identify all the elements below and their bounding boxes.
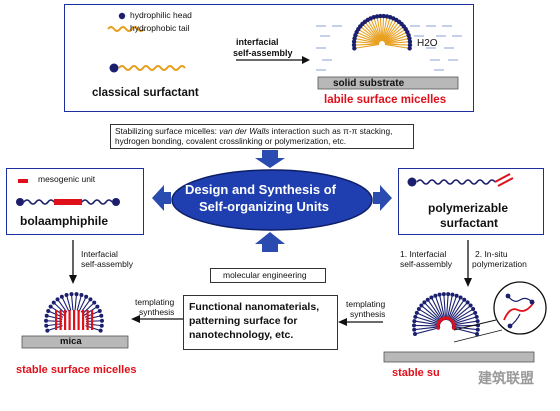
mesogenic-unit-label: mesogenic unit: [38, 174, 96, 184]
right-flow-step2-1: 2. In-situ: [475, 249, 508, 259]
up-arrow-bottom-icon: [255, 232, 285, 252]
center-title-line-1: Design and Synthesis of: [185, 182, 336, 197]
templating-left-2: synthesis: [139, 307, 175, 317]
classical-surfactant-label: classical surfactant: [92, 87, 199, 99]
bola-tail-right-icon: [81, 199, 113, 205]
stabilizing-italic: van der Walls: [219, 126, 270, 136]
poly-double-bond-icon-2: [497, 177, 514, 187]
labile-micelles-label: labile surface micelles: [324, 94, 447, 106]
mica-label: mica: [60, 336, 82, 347]
bola-head-left-icon: [16, 198, 24, 206]
molecular-engineering-box: [210, 268, 326, 283]
labile-micelle-icon: [351, 13, 413, 51]
stabilizing-rest: interaction such as π-π stacking,: [269, 126, 393, 136]
bolaamphiphile-label: bolaamphiphile: [20, 214, 109, 228]
center-title-line-2: Self-organizing Units: [199, 199, 329, 214]
stabilizing-line-1: Stabilizing surface micelles: van der Wa…: [115, 126, 393, 137]
right-flow-arrow-icon: [464, 278, 472, 287]
molecular-engineering-label: molecular engineering: [223, 270, 307, 280]
top-arrow-label-1: interfacial: [236, 37, 279, 47]
functional-box: [183, 295, 338, 350]
bola-micelle-graphics: [21, 292, 129, 349]
poly-head-icon: [407, 177, 417, 187]
top-arrow-label-2: self-assembly: [233, 48, 293, 58]
hydrophobic-tail-icon: [107, 26, 145, 32]
right-arrow-center-icon: [373, 185, 392, 211]
stabilizing-prefix: Stabilizing surface micelles:: [115, 126, 220, 136]
mica-substrate-icon: [21, 335, 129, 349]
center-ellipse: [171, 169, 373, 231]
bola-head-right-icon: [112, 198, 120, 206]
right-flow-step1-2: self-assembly: [400, 259, 452, 269]
right-flow-step2-2: polymerization: [472, 259, 527, 269]
top-panel: [64, 4, 474, 112]
functional-line-2: patterning surface for: [189, 315, 298, 327]
bola-tail-left-icon: [23, 199, 55, 205]
bola-mesogen-icon: [54, 199, 82, 205]
left-flow-label-2: self-assembly: [81, 259, 133, 269]
polymerizable-label-1: polymerizable: [428, 201, 509, 215]
polymerizable-panel: [398, 168, 544, 235]
top-arrow-icon: [302, 56, 310, 64]
templating-left-1: templating: [135, 297, 175, 307]
watermark-text: 建筑联盟: [478, 370, 534, 386]
left-flow-arrow-icon: [69, 275, 77, 284]
templating-right-1: templating: [346, 299, 386, 309]
mesogenic-unit-legend-icon: [18, 179, 28, 183]
stabilizing-line-2: hydrogen bonding, covalent crosslinking …: [115, 136, 347, 146]
hydrophilic-head-icon: [118, 12, 126, 20]
functional-line-3: nanotechnology, etc.: [189, 329, 294, 341]
poly-double-bond-icon-1: [494, 173, 511, 183]
polymerizable-graphics: [407, 173, 514, 187]
down-arrow-top-icon: [255, 150, 285, 168]
poly-micelle-icon: [412, 292, 480, 336]
bolaamphiphile-graphics: [16, 179, 120, 206]
classical-surfactant-tail-icon: [118, 65, 186, 71]
classical-surfactant-head-icon: [109, 63, 119, 73]
water-icon: [316, 25, 462, 71]
left-flow-label-1: Interfacial: [81, 249, 118, 259]
templating-right-arrow-icon: [338, 318, 347, 326]
left-arrow-center-icon: [152, 185, 171, 211]
poly-micelle-graphics: [383, 281, 547, 363]
legend-tail-label: hydrophobic tail: [130, 23, 190, 33]
stabilizing-note: [110, 124, 414, 149]
templating-right-2: synthesis: [350, 309, 386, 319]
poly-tail-icon: [416, 179, 496, 185]
poly-substrate-icon: [383, 351, 535, 363]
functional-line-1: Functional nanomaterials,: [189, 301, 320, 313]
legend-head-label: hydrophilic head: [130, 10, 192, 20]
zoom-circle-icon: [493, 281, 547, 335]
bola-micelle-icon: [44, 292, 104, 333]
top-panel-graphics: [107, 12, 462, 90]
water-label: H2O: [417, 38, 438, 49]
templating-left-arrow-icon: [131, 315, 140, 323]
polymerizable-label-2: surfactant: [440, 216, 499, 230]
solid-substrate-label: solid substrate: [333, 78, 405, 89]
stable-right-label: stable su: [392, 367, 440, 379]
zoom-detail-icon: [503, 293, 535, 329]
stable-left-label: stable surface micelles: [16, 364, 137, 376]
solid-substrate-icon: [317, 76, 459, 90]
right-flow-step1-1: 1. Interfacial: [400, 249, 447, 259]
